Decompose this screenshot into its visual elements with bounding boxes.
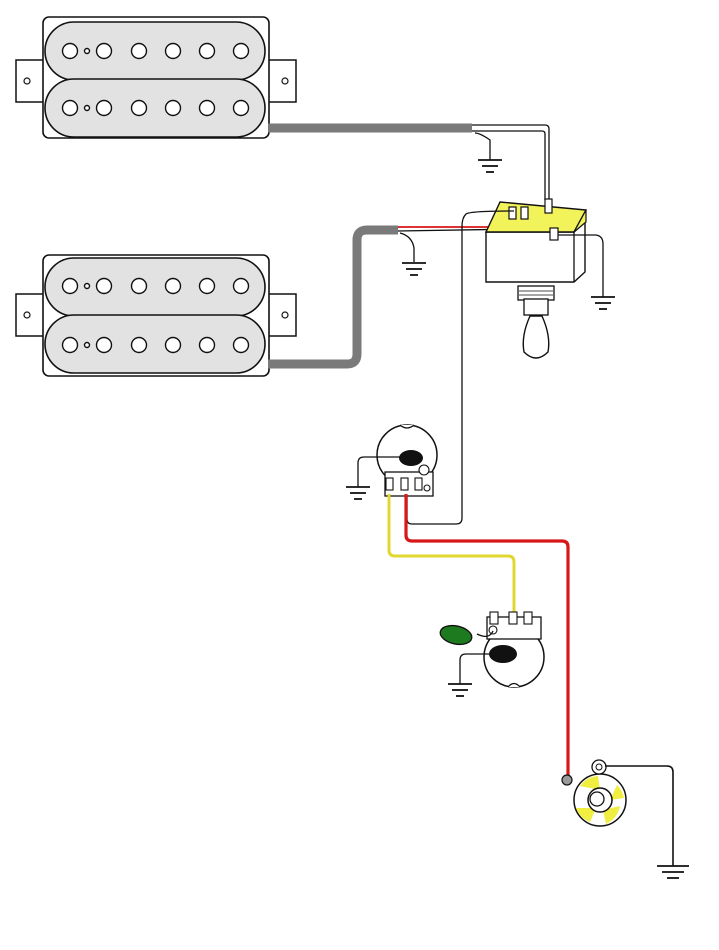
- tone-pot: [483, 611, 545, 688]
- tone-capacitor: [439, 624, 473, 646]
- jack-ground-wire: [605, 765, 674, 866]
- switch-ground-wires: [406, 210, 604, 525]
- tone-cap-wires: [459, 630, 494, 684]
- hot-wire-red: [404, 494, 570, 776]
- ground-symbol-jack: [657, 865, 689, 879]
- signal-wire-yellow: [387, 494, 516, 614]
- neck-cable-wires: [472, 124, 550, 200]
- bridge-humbucker: [15, 254, 297, 377]
- neck-humbucker: [15, 16, 297, 139]
- pickup-selector-switch: [484, 198, 588, 359]
- volume-pot: [376, 424, 438, 497]
- bridge-pickup-cable: [268, 225, 398, 369]
- ground-symbol-tone: [448, 683, 472, 697]
- output-jack: [561, 759, 627, 827]
- volume-ground-wire: [357, 456, 400, 487]
- ground-symbol-volume: [346, 486, 370, 500]
- ground-symbol-neck: [478, 159, 502, 173]
- ground-symbol-switch: [591, 296, 615, 310]
- ground-symbol-bridge: [402, 262, 426, 276]
